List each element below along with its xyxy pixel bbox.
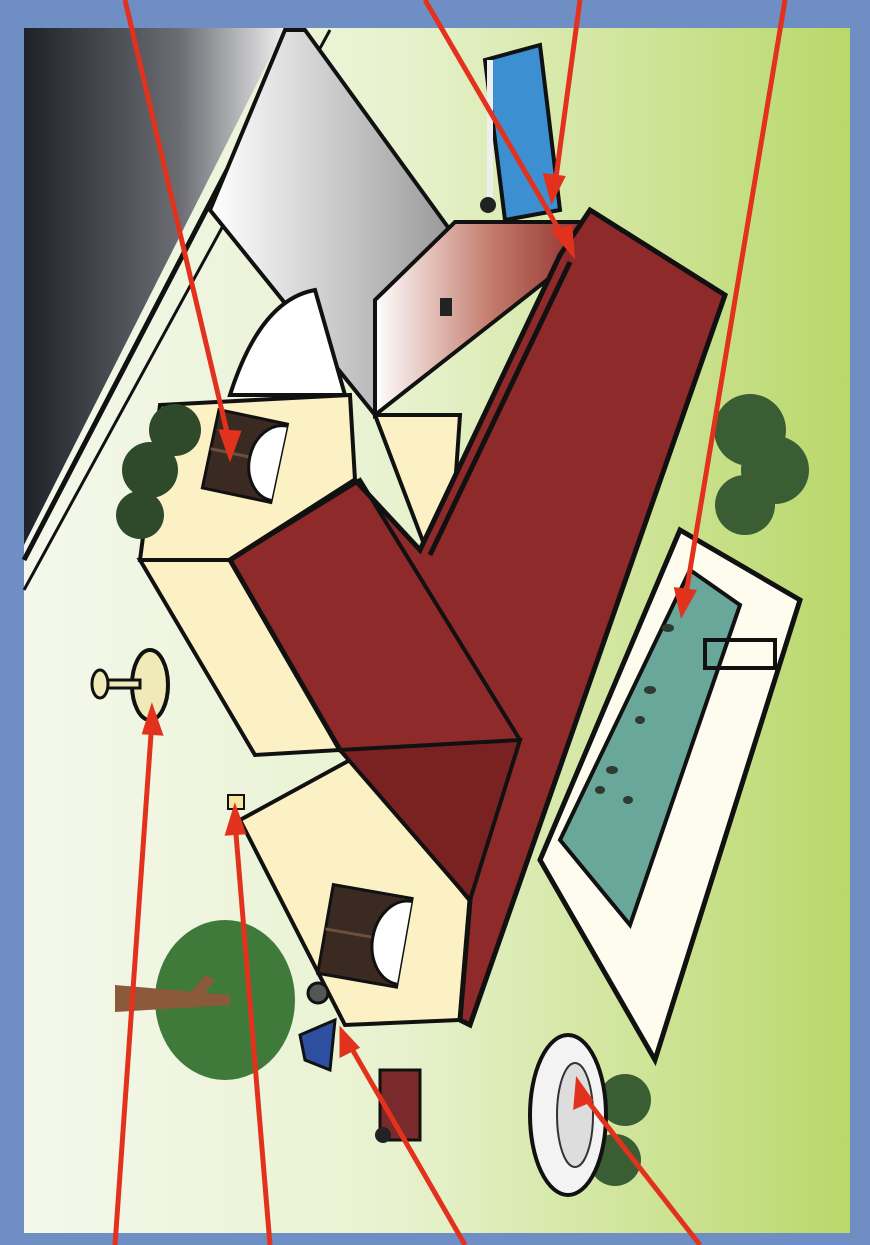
garage-window (440, 298, 452, 316)
window-lower (318, 885, 412, 988)
stone-well (530, 1035, 606, 1195)
window-upper (202, 410, 287, 503)
